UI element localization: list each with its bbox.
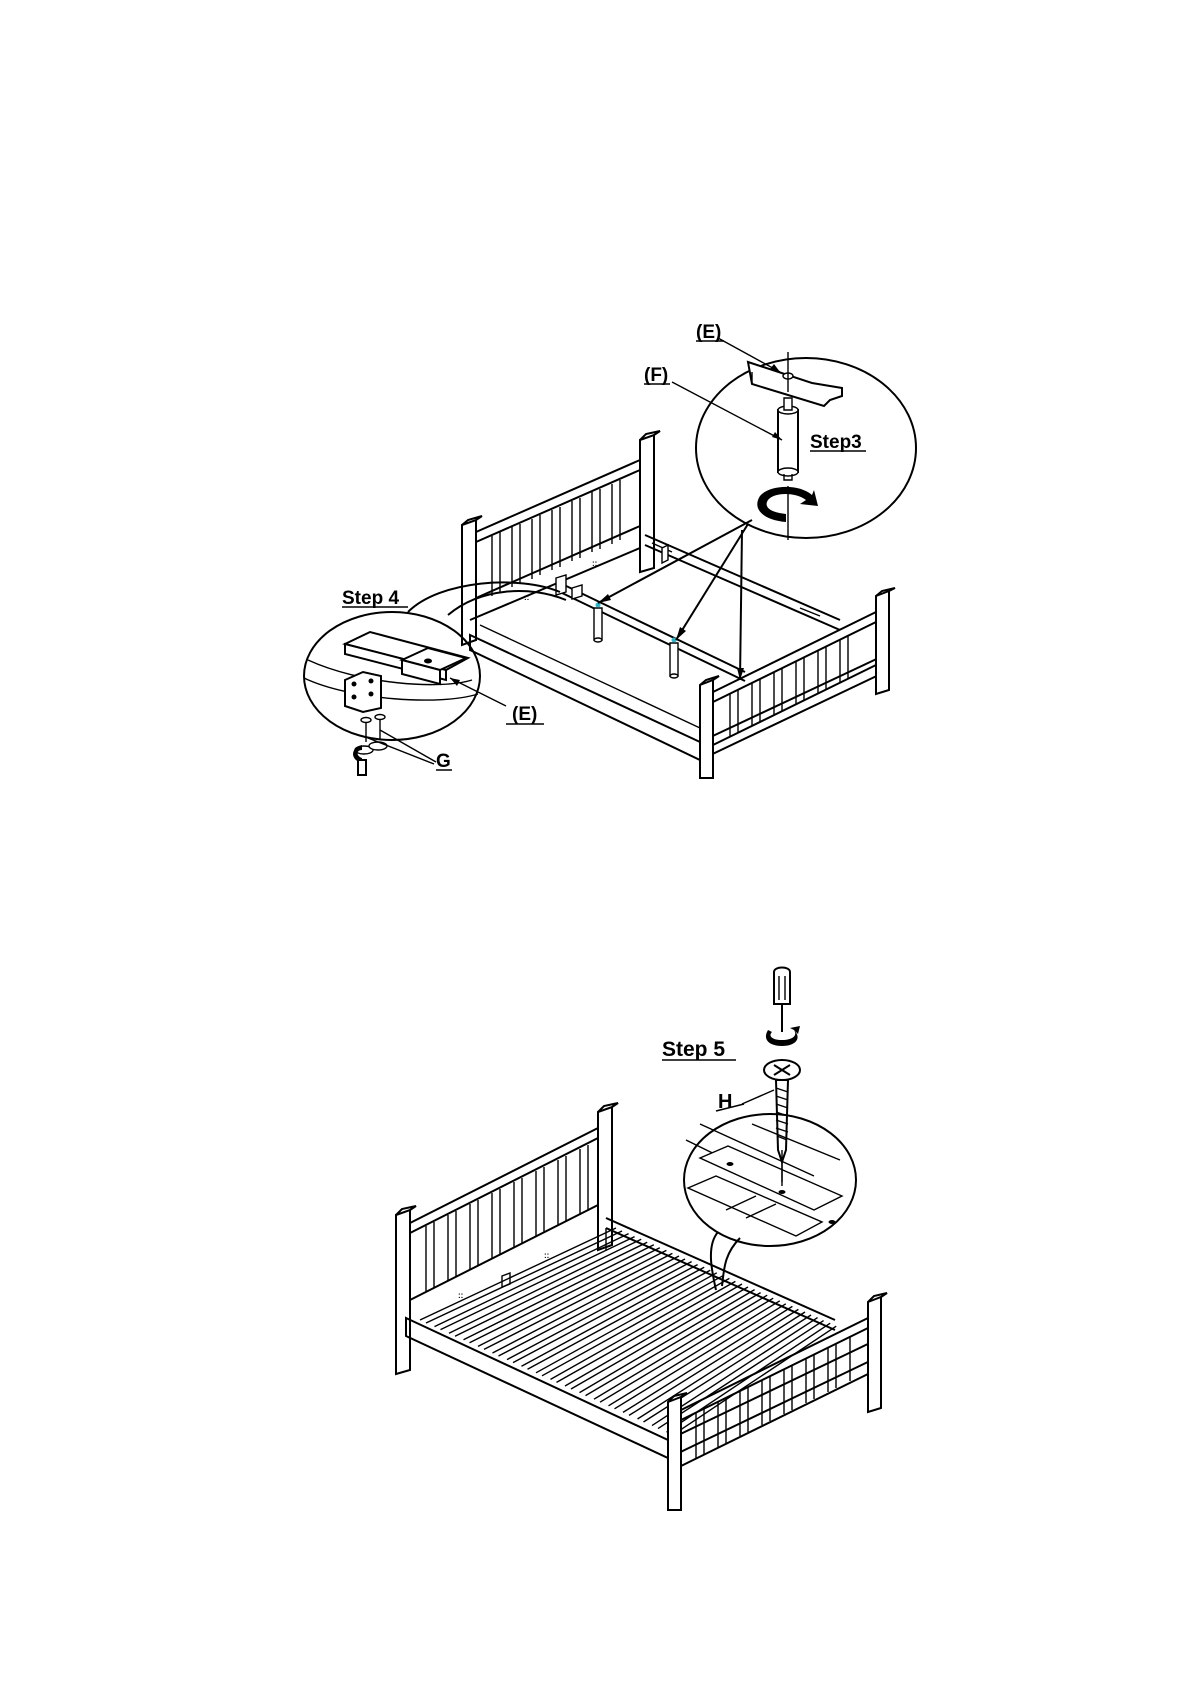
leg-marker [596, 603, 601, 608]
part-g-label: G [436, 751, 451, 772]
footboard [700, 588, 895, 778]
screwdriver-icon [774, 968, 790, 1005]
svg-text:::: :: [458, 1291, 463, 1300]
headboard: :: :: [462, 431, 660, 645]
footboard [668, 1293, 887, 1510]
side-rails [406, 1218, 872, 1458]
step5-label: Step 5 [662, 1038, 725, 1061]
bed-frame-step-5-drawing: :: :: [396, 968, 887, 1511]
headboard: :: :: [396, 1103, 618, 1374]
part-e-label-bottom: (E) [512, 704, 537, 725]
step3-label: Step3 [810, 432, 862, 453]
bed-slats [420, 1228, 836, 1435]
part-e-label-top: (E) [696, 322, 721, 343]
screwdriver-tip [358, 760, 366, 775]
bed-frame-steps-3-4-drawing: :: :: [304, 322, 916, 778]
leg-marker [672, 638, 677, 643]
screws-g [353, 715, 436, 776]
step4-label: Step 4 [342, 588, 399, 609]
svg-text:::: :: [544, 1251, 549, 1260]
part-f-label: (F) [644, 365, 668, 386]
screwdriver-and-screw-h [742, 968, 800, 1183]
